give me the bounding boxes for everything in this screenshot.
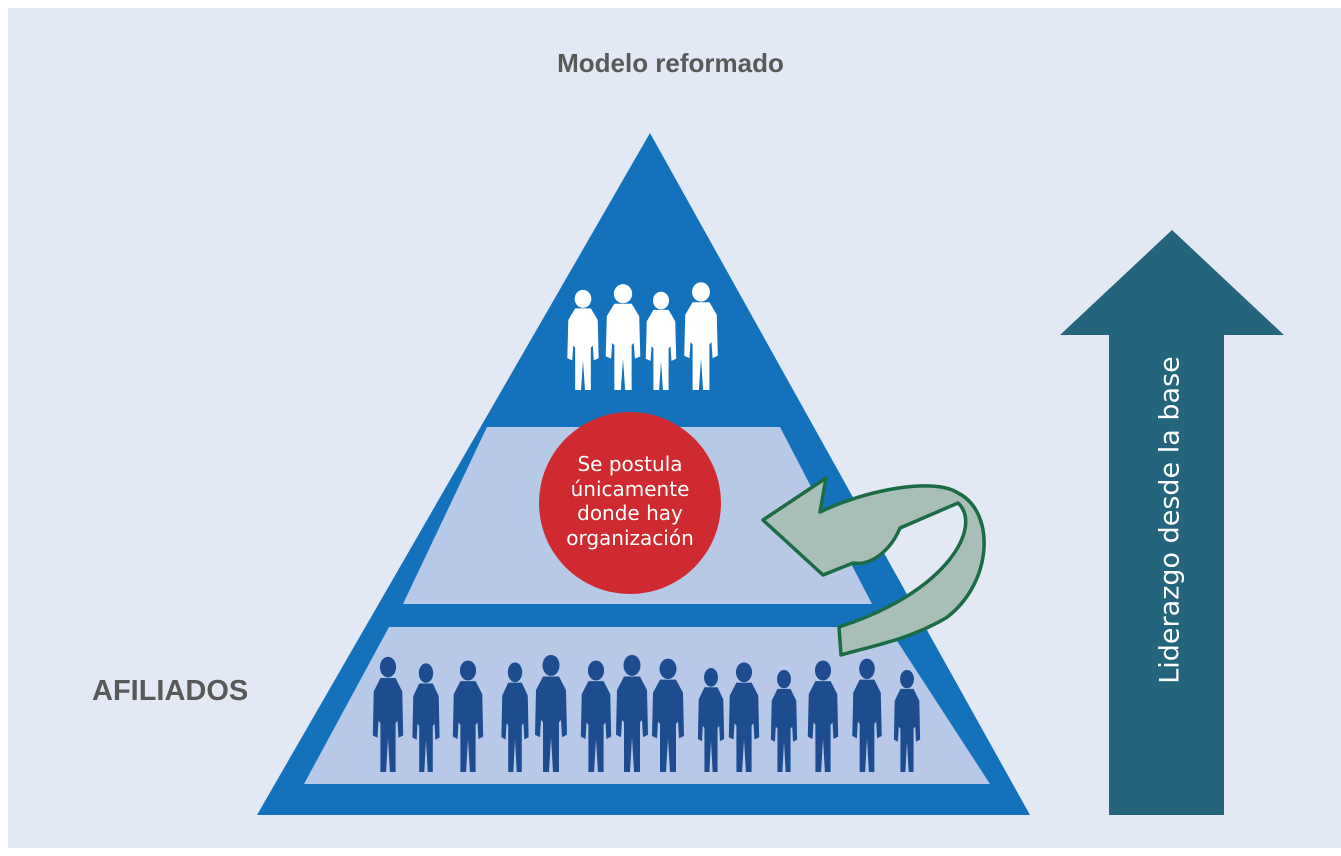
circle-label: Se postula únicamente donde hay organiza… [542,452,718,550]
base-label: AFILIADOS [92,675,249,707]
circle-label-line: donde hay [577,501,683,525]
curved-arrow-icon [761,476,986,657]
up-arrow-icon [1060,230,1284,815]
circle-label-line: únicamente [570,476,690,501]
circle-label-line: organización [566,525,694,550]
arrow-label: Liderazgo desde la base [1154,356,1186,684]
red-circle [539,412,721,594]
circle-label-line: Se postula [577,452,683,476]
diagram-title: Modelo reformado [557,48,784,78]
